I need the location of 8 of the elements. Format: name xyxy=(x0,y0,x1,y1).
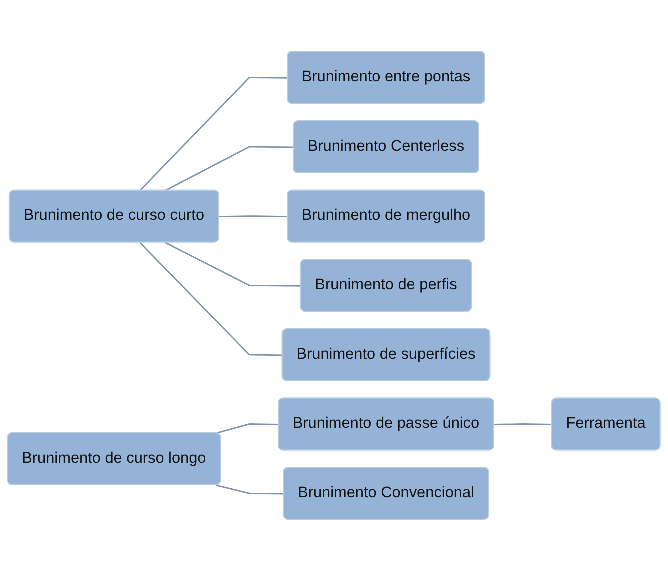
connector xyxy=(165,146,294,192)
connector xyxy=(140,242,283,356)
connector xyxy=(494,423,552,426)
connector xyxy=(165,242,302,287)
connector xyxy=(216,484,284,495)
connector xyxy=(216,423,279,434)
connector xyxy=(140,76,288,192)
connector xyxy=(219,215,288,218)
